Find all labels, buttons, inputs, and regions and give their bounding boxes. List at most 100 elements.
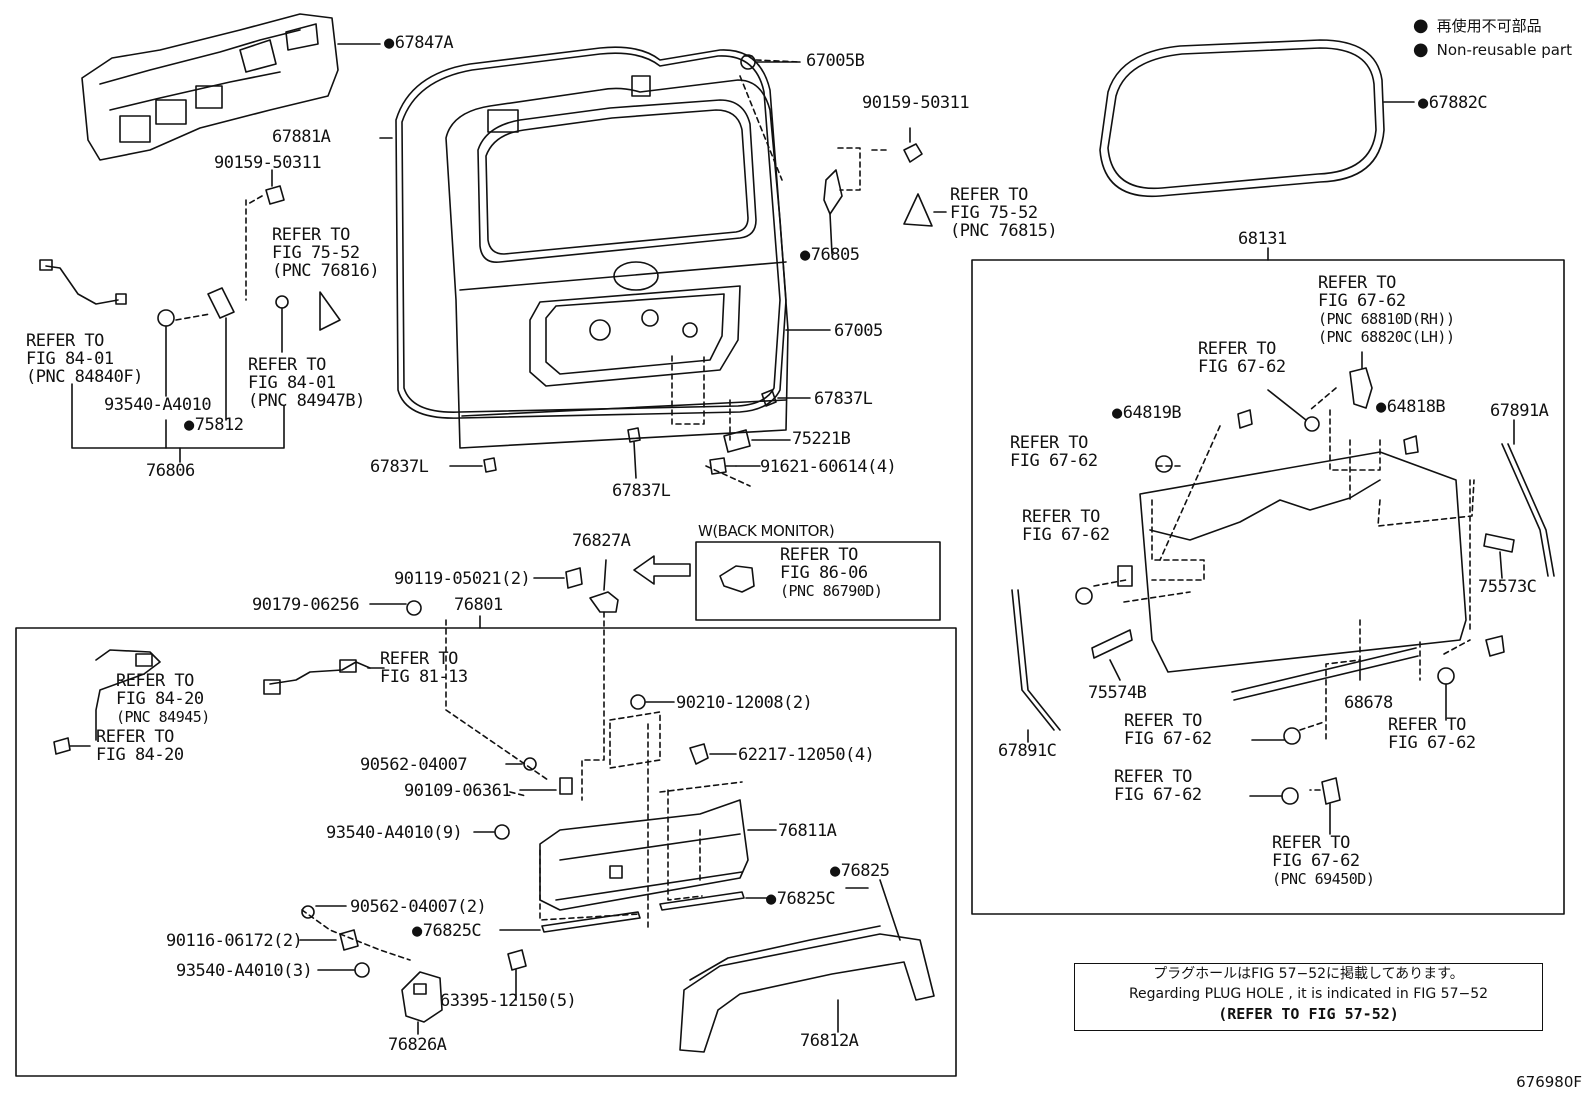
legend-en: Non-reusable part	[1413, 38, 1572, 62]
part-64818b[interactable]: 64818B	[1376, 398, 1446, 416]
part-67847a[interactable]: 67847A	[384, 34, 454, 52]
part-75221b[interactable]: 75221B	[792, 429, 851, 449]
back-monitor-inset-box	[695, 541, 941, 621]
part-64819b[interactable]: 64819B	[1112, 404, 1182, 422]
wire-84840f	[39, 259, 127, 305]
part-76801[interactable]: 76801	[454, 595, 503, 615]
part-67837l-c[interactable]: 67837L	[370, 457, 429, 477]
part-76825c-b[interactable]: 76825C	[766, 890, 836, 908]
part-76806[interactable]: 76806	[146, 461, 195, 481]
part-76812a[interactable]: 76812A	[800, 1031, 859, 1051]
document-id: 676980F	[1516, 1073, 1582, 1091]
nut-rt5	[1283, 727, 1301, 745]
part-68131[interactable]: 68131	[1238, 229, 1287, 249]
clip-62217	[689, 743, 709, 765]
part-67881a[interactable]: 67881A	[272, 127, 331, 147]
part-76825[interactable]: 76825	[830, 862, 890, 880]
nut-rt6	[1281, 787, 1299, 805]
nut-rt1	[1304, 416, 1320, 432]
part-90116[interactable]: 90116-06172(2)	[166, 931, 303, 951]
note-en: Regarding PLUG HOLE , it is indicated in…	[1128, 986, 1489, 1002]
strip-76825c-a	[541, 911, 641, 933]
part-67005b[interactable]: 67005B	[806, 51, 865, 71]
part-90562-a[interactable]: 90562-04007	[360, 755, 468, 775]
note-ref[interactable]: (REFER TO FIG 57-52)	[1218, 1005, 1399, 1023]
part-90159-left[interactable]: 90159-50311	[214, 153, 322, 173]
part-91621[interactable]: 91621-60614(4)	[760, 457, 897, 477]
part-90159-right[interactable]: 90159-50311	[862, 93, 970, 113]
part-68678[interactable]: 68678	[1344, 693, 1393, 713]
part-76827a[interactable]: 76827A	[572, 531, 631, 551]
bolt-90159-right	[903, 127, 923, 163]
inset-label: W(BACK MONITOR)	[698, 522, 835, 540]
part-90179[interactable]: 90179-06256	[252, 595, 360, 615]
clip-64819b	[1237, 409, 1253, 429]
clip-67837l-b	[627, 427, 641, 443]
glass-weatherstrip-67882c	[1099, 39, 1385, 198]
part-75574b[interactable]: 75574B	[1088, 683, 1147, 703]
part-76825c-a[interactable]: 76825C	[412, 922, 482, 940]
clip-90179	[406, 600, 422, 616]
part-75573c[interactable]: 75573C	[1478, 577, 1537, 597]
molding-67891a	[1501, 443, 1555, 577]
assembly-lines-glass	[1093, 387, 1475, 791]
garnish-assembly-box-76801	[15, 627, 957, 1077]
harness-81-13	[263, 659, 371, 695]
part-67882c[interactable]: 67882C	[1418, 94, 1488, 112]
part-90109[interactable]: 90109-06361	[404, 781, 512, 801]
clip-64818b	[1403, 435, 1419, 455]
part-67005[interactable]: 67005	[834, 321, 883, 341]
part-67837l-a[interactable]: 67837L	[814, 389, 873, 409]
part-67891c[interactable]: 67891C	[998, 741, 1057, 761]
harness-84945	[95, 649, 161, 741]
part-93540-a[interactable]: 93540-A4010	[104, 395, 212, 415]
nut-rt3	[1075, 587, 1093, 605]
part-62217[interactable]: 62217-12050(4)	[738, 745, 875, 765]
part-76811a[interactable]: 76811A	[778, 821, 837, 841]
part-93540-b[interactable]: 93540-A4010(9)	[326, 823, 463, 843]
bolt-90159-left	[265, 185, 285, 205]
bracket-76826a	[401, 971, 443, 1023]
part-63395[interactable]: 63395-12150(5)	[440, 991, 577, 1011]
part-76826a[interactable]: 76826A	[388, 1035, 447, 1055]
clip-63395	[507, 949, 527, 971]
bumper-glass	[1117, 565, 1133, 587]
part-76805[interactable]: 76805	[800, 246, 860, 264]
part-90119[interactable]: 90119-05021(2)	[394, 569, 531, 589]
stopper-76805	[823, 169, 843, 215]
part-90562-b[interactable]: 90562-04007(2)	[350, 897, 487, 917]
part-67837l-b[interactable]: 67837L	[612, 481, 671, 501]
part-90210[interactable]: 90210-12008(2)	[676, 693, 813, 713]
note-jp: プラグホールはFIG 57−52に掲載してあります。	[1153, 966, 1464, 982]
garnish-76811a	[539, 799, 749, 911]
nut-rt2	[1155, 455, 1173, 473]
part-93540-c[interactable]: 93540-A4010(3)	[176, 961, 313, 981]
clip-rt-lower	[1485, 635, 1505, 657]
back-glass-68131	[1139, 451, 1467, 701]
screw-84-20	[53, 737, 91, 755]
hinge-68810d	[1349, 367, 1373, 409]
part-67891a[interactable]: 67891A	[1490, 401, 1549, 421]
legend: 再使用不可部品 Non-reusable part	[1413, 14, 1572, 62]
nut-90562-a	[523, 757, 537, 771]
part-75812[interactable]: 75812	[184, 416, 244, 434]
cover-76816	[319, 291, 341, 331]
bolt-90109	[559, 777, 573, 795]
